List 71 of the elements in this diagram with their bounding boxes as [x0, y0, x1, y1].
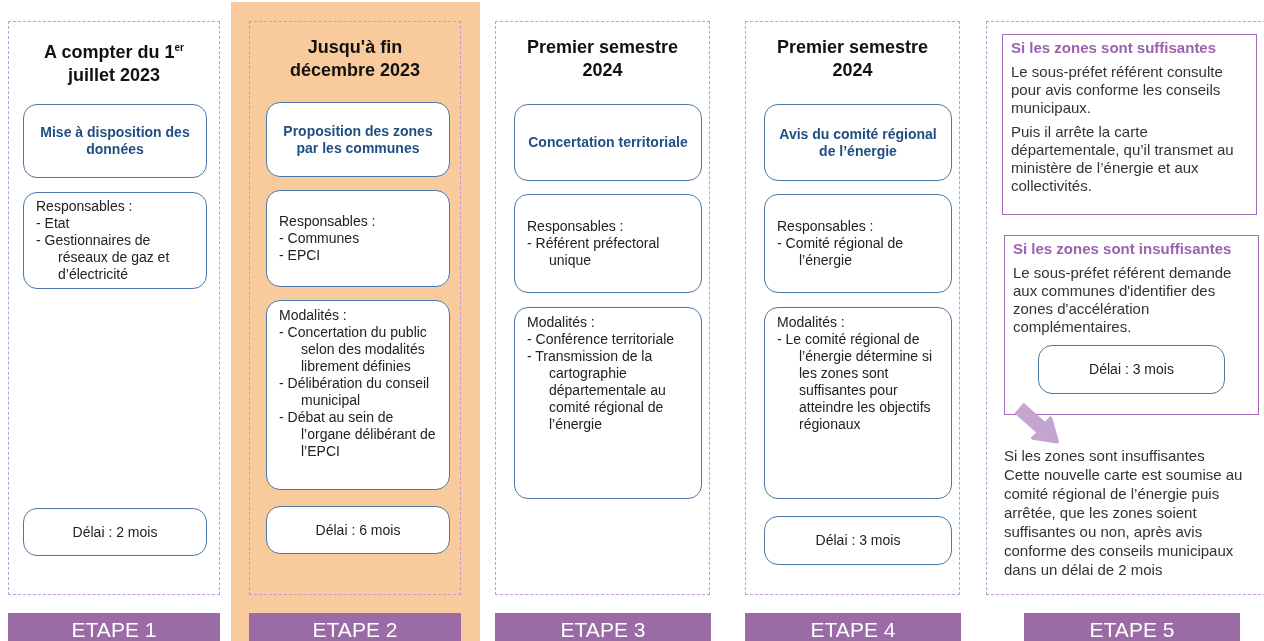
list-heading: Responsables : — [527, 218, 625, 235]
list-item: - Etat — [36, 215, 71, 232]
list-heading: Responsables : — [36, 198, 134, 215]
stage-column — [8, 21, 220, 595]
info-box — [764, 194, 952, 293]
list-item: - Concertation du public selon des modalités librement définies — [279, 324, 428, 375]
step-banner — [1024, 613, 1240, 641]
info-box — [514, 194, 702, 293]
paragraph: Puis il arrête la carte départementale, qu’il transmet au ministère de l’énergie et aux collectivités. — [1011, 123, 1235, 195]
list-item: - Le comité régional de l’énergie détermine si les zones sont suffisantes pour atteindre les objectifs régionaux — [777, 331, 934, 433]
dashed-box — [986, 21, 1264, 595]
stage-column — [745, 21, 960, 595]
info-box — [266, 300, 450, 490]
list-heading: Responsables : — [777, 218, 875, 235]
step-title: Concertation territoriale — [528, 134, 688, 151]
list-heading: Modalités : — [777, 314, 846, 331]
banner-label: ETAPE 3 — [560, 617, 646, 641]
list-item: - Communes — [279, 230, 361, 247]
stage-heading: Jusqu'à fin décembre 2023 — [288, 36, 422, 82]
paragraph: Si les zones sont insuffisantes — [1004, 446, 1206, 465]
paragraph: Le sous-préfet référent demande aux communes d'identifier des zones d'accélération complémentaires. — [1013, 264, 1233, 336]
info-box — [23, 192, 207, 289]
delay-box — [266, 506, 450, 554]
stage-column — [249, 21, 461, 595]
condition-heading: Si les zones sont suffisantes — [1011, 39, 1218, 57]
delay-text: Délai : 3 mois — [815, 532, 901, 549]
list-item: - Débat au sein de l’organe délibérant de l’EPCI — [279, 409, 437, 460]
paragraph: Cette nouvelle carte est soumise au comité régional de l’énergie puis arrêtée, que les zones soient suffisantes ou non, après avis conforme des conseils municipaux dans un délai de 2 mois — [1004, 465, 1244, 579]
delay-box — [23, 508, 207, 556]
banner-label: ETAPE 5 — [1089, 617, 1175, 641]
step-title-box — [514, 104, 702, 181]
delay-text: Délai : 3 mois — [1089, 361, 1174, 378]
step-title-box — [764, 104, 952, 181]
banner-label: ETAPE 1 — [71, 617, 157, 641]
list-item: - Conférence territoriale — [527, 331, 676, 348]
info-box — [266, 190, 450, 287]
banner-label: ETAPE 4 — [810, 617, 896, 641]
stage-heading: Premier semestre 2024 — [525, 36, 680, 82]
condition-box — [1002, 34, 1257, 215]
list-item: - Comité régional de l’énergie — [777, 235, 905, 269]
delay-box — [764, 516, 952, 565]
step-title: Avis du comité régional de l’énergie — [778, 125, 938, 160]
list-item: - Référent préfectoral unique — [527, 235, 661, 269]
step-banner — [8, 613, 220, 641]
list-item: - EPCI — [279, 247, 322, 264]
step-banner — [495, 613, 711, 641]
condition-heading: Si les zones sont insuffisantes — [1013, 240, 1233, 258]
paragraph: Le sous-préfet référent consulte pour avis conforme les conseils municipaux. — [1011, 63, 1224, 117]
banner-label: ETAPE 2 — [312, 617, 398, 641]
list-heading: Modalités : — [527, 314, 596, 331]
step-title: Mise à disposition des données — [39, 124, 191, 158]
list-item: - Transmission de la cartographie départementale au comité régional de l’énergie — [527, 348, 667, 433]
arrow — [1014, 402, 1059, 444]
condition-box — [1004, 235, 1259, 415]
stage-heading: Premier semestre 2024 — [775, 36, 930, 82]
stage-heading: A compter du 1$^{er}$ juillet 2023 — [43, 41, 185, 87]
step-title-box — [23, 104, 207, 178]
step-banner — [249, 613, 461, 641]
list-item: - Gestionnaires de réseaux de gaz et d’électricité — [36, 232, 171, 283]
info-box — [764, 307, 952, 499]
list-heading: Responsables : — [279, 213, 377, 230]
delay-text: Délai : 2 mois — [72, 523, 158, 541]
info-box — [514, 307, 702, 499]
step-banner — [745, 613, 961, 641]
delay-box — [1038, 345, 1225, 394]
delay-text: Délai : 6 mois — [315, 521, 401, 539]
stage-column — [495, 21, 710, 595]
list-heading: Modalités : — [279, 307, 348, 324]
step-title: Proposition des zones par les communes — [282, 122, 434, 157]
step-title-box — [266, 102, 450, 177]
list-item: - Délibération du conseil municipal — [279, 375, 431, 409]
